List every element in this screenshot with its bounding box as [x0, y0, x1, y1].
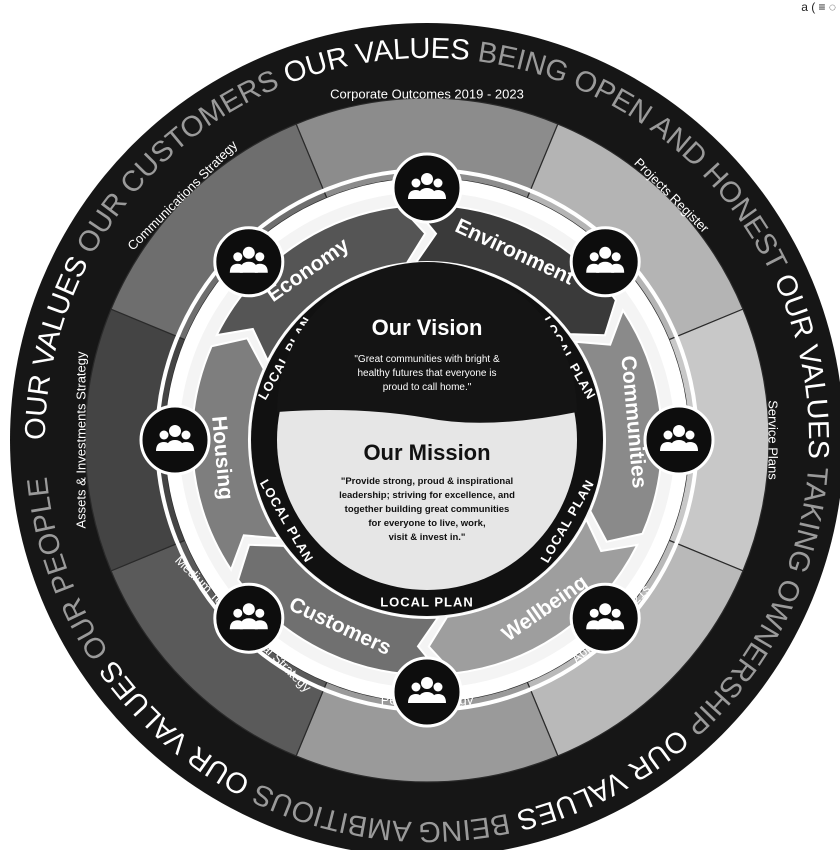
corner-mark: a ( ≡ ◌	[801, 0, 836, 14]
vision-title: Our Vision	[372, 315, 483, 340]
people-group-icon	[643, 404, 715, 476]
segment-label-service-plans: Service Plans	[766, 400, 781, 480]
people-group-icon	[569, 582, 641, 654]
theme-arrow-environment	[410, 204, 618, 337]
people-group-icon	[391, 152, 463, 224]
theme-arrow-communities	[573, 308, 663, 543]
mission-line: "Provide strong, proud & inspirational	[341, 476, 513, 487]
vision-line: proud to call home."	[383, 382, 472, 393]
mission-line: visit & invest in."	[389, 532, 466, 543]
people-icons	[139, 152, 715, 728]
mission-line: for everyone to live, work,	[368, 518, 485, 529]
theme-arrow-housing	[191, 337, 281, 572]
mission-line: together building great communities	[345, 504, 510, 515]
mission-title: Our Mission	[363, 440, 490, 465]
local-plan-label-4: LOCAL PLAN	[380, 594, 474, 609]
segment-label-assets-investments: Assets & Investments Strategy	[73, 351, 88, 529]
vision-line: "Great communities with bright &	[354, 354, 500, 365]
people-group-icon	[391, 656, 463, 728]
mission-line: leadership; striving for excellence, and	[339, 490, 515, 501]
people-group-icon	[213, 582, 285, 654]
people-group-icon	[213, 226, 285, 298]
vision-mission-center: Our Vision "Great communities with bright…	[277, 262, 577, 590]
theme-arrow-customers	[236, 543, 444, 676]
segment-label-corporate-outcomes: Corporate Outcomes 2019 - 2023	[330, 86, 524, 101]
vision-line: healthy futures that everyone is	[358, 368, 497, 379]
vision-panel	[277, 262, 577, 423]
people-group-icon	[569, 226, 641, 298]
people-group-icon	[139, 404, 211, 476]
